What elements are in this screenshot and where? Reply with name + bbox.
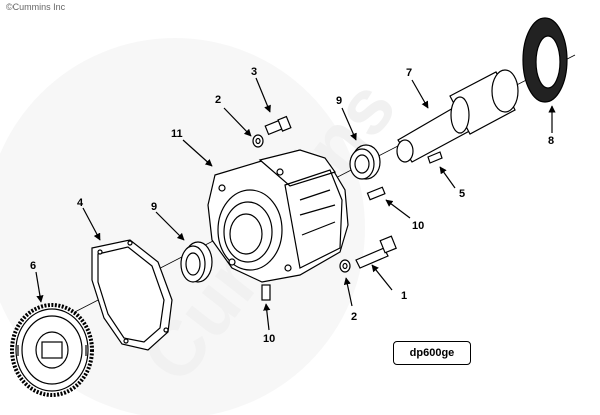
arrow-2-top (223, 107, 252, 137)
callout-6: 6 (30, 260, 36, 272)
gear-part (10, 303, 94, 397)
callout-2-top: 2 (215, 94, 221, 106)
callout-2-bottom: 2 (351, 311, 357, 323)
arrow-9-left (155, 211, 185, 241)
arrow-1 (371, 264, 393, 291)
arrow-7 (411, 79, 429, 109)
gasket-part (91, 239, 173, 351)
seal-part-left (180, 241, 213, 283)
reference-code-label: dp600ge (393, 341, 471, 365)
callout-10-bottom: 10 (263, 333, 275, 345)
callout-9-left: 9 (151, 201, 157, 213)
pump-housing-part (207, 149, 349, 283)
copyright-text: ©Cummins Inc (6, 2, 66, 12)
bolt-part-top (264, 115, 292, 136)
callout-arrows (35, 77, 556, 331)
arrow-4 (82, 207, 101, 241)
callout-5: 5 (459, 188, 465, 200)
arrow-10-bottom (263, 303, 271, 331)
arrow-2-bottom (343, 277, 353, 307)
arrow-6 (35, 271, 44, 303)
arrow-5 (439, 166, 456, 189)
callout-1: 1 (401, 290, 407, 302)
key-part (427, 151, 443, 164)
washer-part-bottom (339, 259, 351, 273)
callout-8: 8 (548, 135, 554, 147)
callout-7: 7 (406, 67, 412, 79)
callout-3: 3 (251, 66, 257, 78)
fitting-part-bottom (261, 284, 271, 301)
shaft-part (396, 69, 519, 163)
seal-part-right (349, 144, 381, 180)
callout-11: 11 (171, 128, 183, 140)
arrow-9-right (341, 107, 357, 141)
arrow-3 (255, 77, 271, 113)
washer-part-top (252, 134, 264, 148)
fitting-part-right (366, 186, 386, 201)
ring-part (522, 17, 568, 103)
arrow-11 (182, 139, 213, 167)
callout-10-right: 10 (412, 220, 424, 232)
callout-9-right: 9 (336, 95, 342, 107)
callout-4: 4 (77, 197, 84, 209)
bolt-part-bottom (355, 235, 397, 269)
arrow-10-right (385, 199, 411, 219)
